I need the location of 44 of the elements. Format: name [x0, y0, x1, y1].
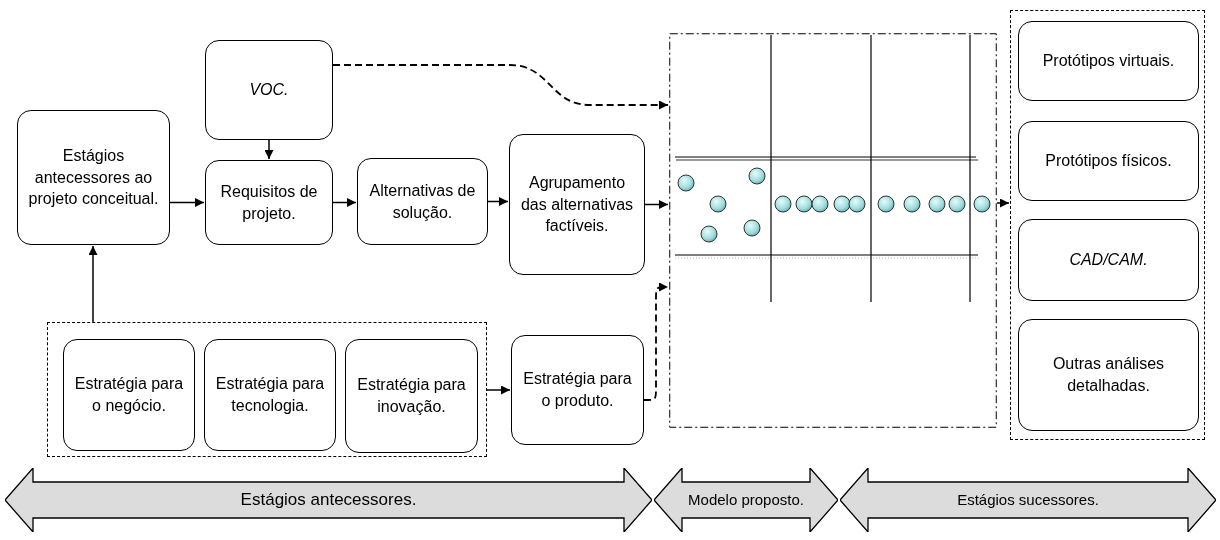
- box-label: Requisitos de projeto.: [219, 181, 319, 224]
- group-frame: [1010, 10, 1205, 440]
- arrow: [169, 198, 205, 207]
- process-box: [509, 134, 645, 275]
- process-box: [345, 339, 478, 453]
- box-label: Outras análises detalhadas.: [1051, 354, 1166, 396]
- band-label: Modelo proposto.: [688, 489, 804, 510]
- box-label: Estratégia para inovação.: [356, 375, 467, 417]
- process-box: [204, 339, 336, 451]
- process-box: [1018, 121, 1199, 201]
- double-arrow-band: [654, 468, 838, 532]
- box-label: Estratégia para o produto.: [522, 369, 633, 411]
- arrow: [332, 64, 669, 110]
- box-label: CAD/CAM.: [1069, 250, 1148, 271]
- group-frame: [47, 322, 487, 457]
- model-frame: [669, 33, 997, 428]
- process-box: [1018, 21, 1199, 101]
- arrow: [88, 245, 98, 323]
- arrow: [264, 139, 274, 160]
- box-label: Estratégia para o negócio.: [73, 374, 185, 416]
- box-label: Alternativas de solução.: [368, 180, 477, 223]
- process-box: [63, 339, 195, 451]
- process-box: [17, 110, 170, 245]
- process-box: [511, 335, 644, 445]
- box-label: Estágios antecessores ao projeto conceitual.: [27, 146, 160, 210]
- band-label: Estágios antecessores.: [240, 489, 417, 512]
- process-box: [205, 40, 333, 140]
- arrow: [644, 200, 669, 209]
- box-label: Estratégia para tecnologia.: [214, 374, 326, 416]
- arrow: [486, 385, 511, 395]
- process-box: [205, 160, 333, 245]
- arrow: [487, 197, 509, 206]
- box-label: Agrupamento das alternativas factíveis.: [519, 173, 635, 237]
- process-box: [1018, 319, 1199, 431]
- box-label: Protótipos físicos.: [1045, 151, 1172, 172]
- box-label: VOC.: [249, 80, 289, 101]
- arrow: [996, 198, 1010, 208]
- double-arrow-band: [840, 468, 1216, 532]
- process-box: [1018, 219, 1199, 301]
- arrow: [332, 198, 357, 207]
- double-arrow-band: [5, 468, 652, 532]
- band-label: Estágios sucessores.: [957, 489, 1099, 510]
- process-box: [357, 158, 488, 245]
- box-label: Protótipos virtuais.: [1042, 51, 1175, 72]
